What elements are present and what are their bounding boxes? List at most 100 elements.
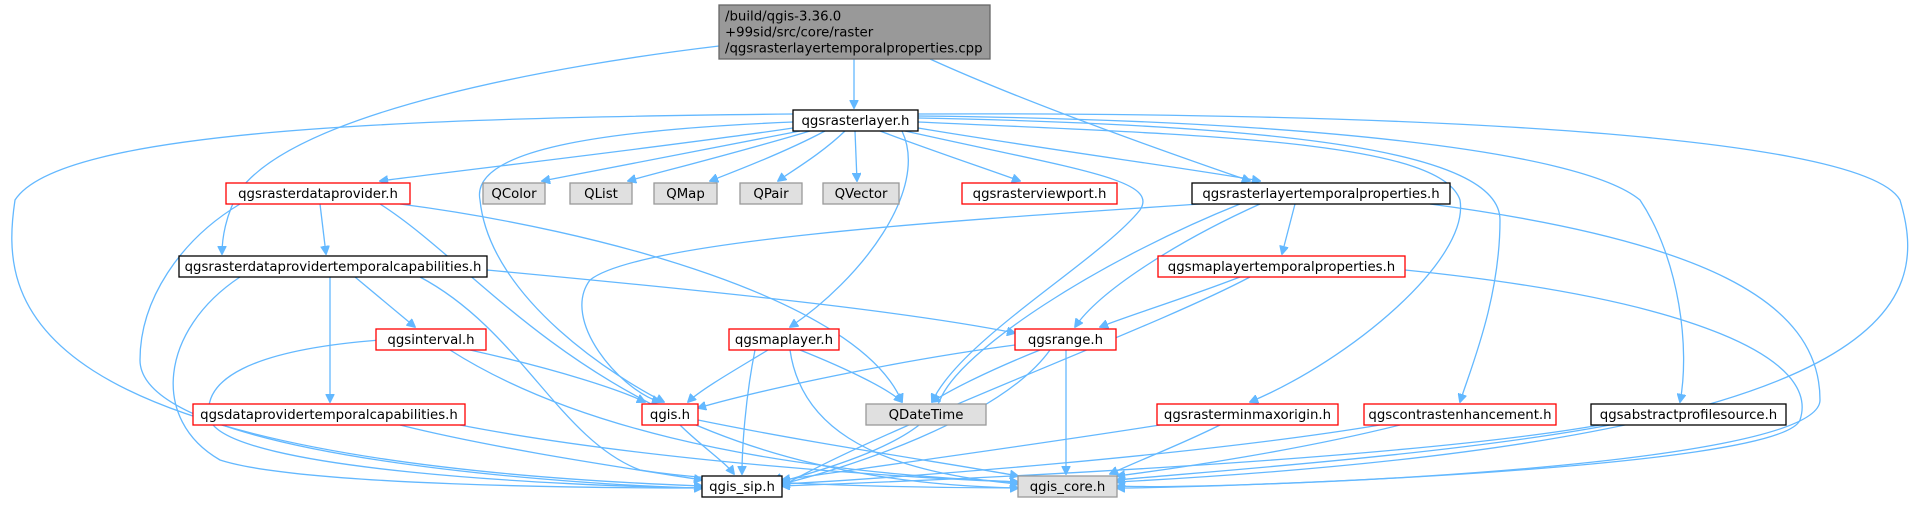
edge-rasterlayer-to-qdatetime — [904, 130, 1144, 402]
node-label: qgsmaplayer.h — [735, 333, 833, 348]
node-label: qgsdataprovidertemporalcapabilities.h — [200, 408, 458, 423]
node-qpair[interactable]: QPair — [739, 182, 803, 205]
node-box — [1363, 403, 1557, 426]
node-box — [569, 182, 633, 205]
edge-maplayer_temporal-to-sip — [782, 276, 1251, 486]
edges-layer — [11, 45, 1909, 488]
edge-rdp_temporal-to-interval — [354, 276, 415, 327]
node-label: QColor — [491, 187, 537, 202]
edge-rdp_temporal-to-range — [486, 269, 1015, 333]
node-dp_temporal[interactable]: qgsdataprovidertemporalcapabilities.h — [192, 403, 466, 426]
edge-rasterlayer-to-qvector — [855, 130, 857, 181]
edge-rlt_props-to-core — [1117, 203, 1821, 486]
node-box — [192, 403, 466, 426]
edge-abstractprofile-to-sip — [782, 424, 1601, 486]
edge-rasterlayer-to-sip — [11, 113, 794, 486]
node-rasterdataprovider[interactable]: qgsrasterdataprovider.h — [225, 182, 411, 205]
edge-range-to-qgis — [698, 344, 1016, 408]
node-box — [728, 328, 840, 351]
node-maplayer_temporal[interactable]: qgsmaplayertemporalproperties.h — [1157, 255, 1406, 278]
edge-maplayer-to-sip — [742, 349, 756, 474]
edge-rasterdataprovider-to-qdatetime — [399, 203, 902, 402]
edge-interval-to-core — [449, 349, 1018, 482]
edge-rasterlayer-to-qmap — [710, 130, 826, 181]
edge-rlt_props-to-sip — [782, 203, 1241, 482]
edge-rasterlayer-to-qgis — [478, 121, 794, 402]
node-contrast[interactable]: qgscontrastenhancement.h — [1363, 403, 1557, 426]
edge-rdp_temporal-to-sip — [172, 276, 702, 488]
node-label: QList — [584, 187, 618, 202]
edge-maplayer-to-qgis — [688, 349, 769, 402]
node-range[interactable]: qgsrange.h — [1014, 328, 1117, 351]
edge-abstractprofile-to-core — [1117, 424, 1611, 480]
node-box — [961, 182, 1118, 205]
node-label: qgis_core.h — [1030, 480, 1106, 495]
node-box — [375, 328, 487, 351]
edge-contrast-to-sip — [782, 424, 1381, 484]
node-qlist[interactable]: QList — [569, 182, 633, 205]
edge-maplayer_temporal-to-core — [1117, 269, 1803, 488]
node-box — [718, 4, 991, 60]
node-label: QPair — [753, 187, 789, 202]
edge-rasterlayer-to-contrast — [917, 117, 1501, 402]
node-sip[interactable]: qgis_sip.h — [701, 475, 783, 498]
edge-root-to-rdp_temporal — [222, 45, 720, 254]
node-box — [1590, 403, 1787, 426]
edge-rlt_props-to-qgis — [581, 203, 1201, 402]
node-core[interactable]: qgis_core.h — [1017, 475, 1118, 498]
node-rdp_temporal[interactable]: qgsrasterdataprovidertemporalcapabilitie… — [178, 255, 488, 278]
node-label: qgsrasterdataprovider.h — [238, 187, 398, 202]
node-qdatetime[interactable]: QDateTime — [865, 403, 987, 426]
edge-rasterlayer-to-rlt_props — [917, 127, 1260, 181]
node-label: qgsrasterminmaxorigin.h — [1164, 408, 1331, 423]
node-box — [865, 403, 987, 426]
node-rlt_props[interactable]: qgsrasterlayertemporalproperties.h — [1191, 182, 1451, 205]
node-label: qgsrange.h — [1028, 333, 1103, 348]
edge-qgis-to-sip — [679, 424, 734, 474]
node-label: qgsmaplayertemporalproperties.h — [1168, 260, 1395, 275]
node-box — [701, 475, 783, 498]
node-box — [1014, 328, 1117, 351]
node-label: /build/qgis-3.36.0 — [725, 10, 841, 25]
node-qmap[interactable]: QMap — [653, 182, 718, 205]
node-box — [641, 403, 699, 426]
node-label: qgis.h — [650, 408, 690, 423]
node-label: qgsabstractprofilesource.h — [1600, 408, 1778, 423]
node-qvector[interactable]: QVector — [822, 182, 900, 205]
edge-rasterlayer-to-abstractprofile — [917, 115, 1684, 402]
node-label: /qgsrasterlayertemporalproperties.cpp — [725, 42, 983, 57]
node-qgis[interactable]: qgis.h — [641, 403, 699, 426]
node-interval[interactable]: qgsinterval.h — [375, 328, 487, 351]
node-rasterlayer[interactable]: qgsrasterlayer.h — [792, 109, 919, 132]
node-root: /build/qgis-3.36.0+99sid/src/core/raster… — [718, 4, 991, 60]
node-qcolor[interactable]: QColor — [482, 182, 546, 205]
node-box — [482, 182, 546, 205]
node-box — [822, 182, 900, 205]
node-abstractprofile[interactable]: qgsabstractprofilesource.h — [1590, 403, 1787, 426]
edge-interval-to-qgis — [469, 349, 645, 402]
node-minmax[interactable]: qgsrasterminmaxorigin.h — [1156, 403, 1339, 426]
node-box — [1156, 403, 1339, 426]
node-label: QDateTime — [889, 408, 964, 423]
edge-rasterlayer-to-qcolor — [542, 130, 801, 181]
edge-rlt_props-to-maplayer_temporal — [1282, 203, 1296, 254]
node-label: qgsrasterviewport.h — [973, 187, 1107, 202]
edge-qgis-to-core — [697, 419, 1018, 476]
node-rasterviewport[interactable]: qgsrasterviewport.h — [961, 182, 1118, 205]
node-label: qgscontrastenhancement.h — [1368, 408, 1551, 423]
node-label: qgsrasterlayertemporalproperties.h — [1202, 187, 1439, 202]
edge-maplayer-to-core — [789, 349, 1018, 484]
node-label: +99sid/src/core/raster — [725, 26, 874, 41]
node-label: QVector — [835, 187, 888, 202]
edge-rasterlayer-to-rasterdataprovider — [380, 127, 794, 181]
edge-rasterlayer-to-qpair — [778, 130, 846, 181]
edge-dp_temporal-to-sip — [399, 424, 702, 480]
node-label: qgis_sip.h — [709, 480, 775, 495]
node-box — [178, 255, 488, 278]
edge-interval-to-sip — [208, 339, 702, 488]
node-maplayer[interactable]: qgsmaplayer.h — [728, 328, 840, 351]
node-box — [1191, 182, 1451, 205]
edge-range-to-qdatetime — [932, 349, 1041, 402]
node-label: qgsrasterdataprovidertemporalcapabilitie… — [185, 260, 482, 275]
